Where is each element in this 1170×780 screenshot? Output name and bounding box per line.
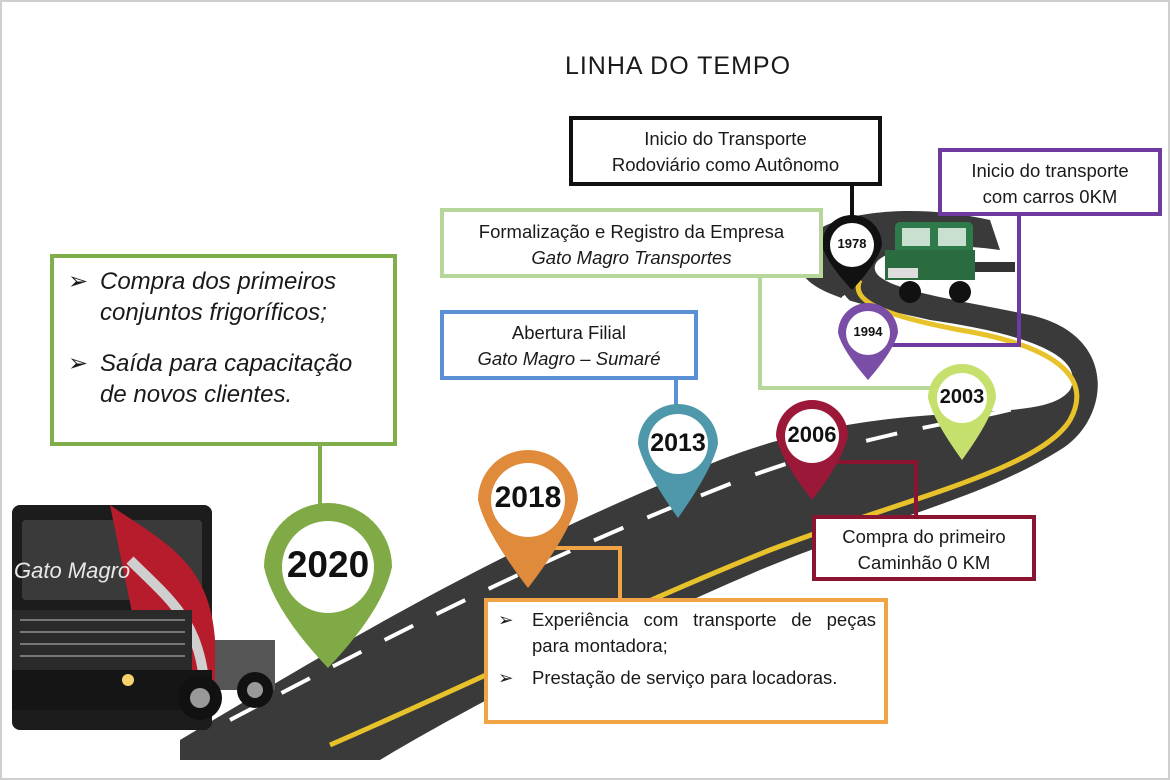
event-2018-bullet-text: Experiência com transporte de peças para… — [532, 609, 876, 656]
event-2006-line1: Compra do primeiro — [842, 526, 1006, 547]
event-2013-line1: Abertura Filial — [511, 322, 627, 343]
road-center-line — [229, 269, 1057, 722]
pin-year-2020: 2020 — [286, 544, 370, 585]
pin-1994 — [838, 303, 898, 380]
event-2018-bullet-text: Prestação de serviço para locadoras. — [532, 667, 838, 688]
pin-year-2003: 2003 — [939, 386, 985, 408]
truck-vintage — [885, 222, 1015, 303]
pin-2003 — [928, 364, 996, 460]
pin-year-2013: 2013 — [650, 429, 706, 457]
connector-2006 — [810, 460, 918, 515]
event-2003-line2: Gato Magro Transportes — [531, 247, 732, 268]
pin-2020 — [264, 503, 392, 668]
event-2020-bullet-text: Saída para capacitação de novos clientes… — [100, 350, 353, 408]
pin-2006 — [776, 400, 848, 500]
pin-year-1994: 1994 — [853, 324, 883, 339]
event-1978-line2: Rodoviário como Autônomo — [611, 154, 840, 175]
connector-2018 — [530, 546, 622, 598]
event-2018-bullet: ➢ Experiência com transporte de peças pa… — [498, 607, 876, 659]
arrowhead-bullet-icon: ➢ — [498, 667, 514, 688]
road-asphalt — [180, 211, 1098, 760]
arrowhead-bullet-icon: ➢ — [68, 350, 89, 377]
truck-modern: Gato Magro — [12, 505, 275, 730]
event-2003-line1: Formalização e Registro da Empresa — [478, 221, 785, 242]
event-2006-line2: Caminhão 0 KM — [857, 552, 991, 573]
event-box-2003: Formalização e Registro da Empresa Gato … — [440, 208, 823, 278]
pin-year-2006: 2006 — [787, 422, 837, 447]
event-box-2006: Compra do primeiro Caminhão 0 KM — [812, 515, 1036, 581]
event-1994-line2: com carros 0KM — [982, 186, 1118, 207]
event-2020-bullet-text: Compra dos primeiros conjuntos frigorífi… — [100, 268, 337, 326]
page-title: LINHA DO TEMPO — [564, 52, 792, 80]
pin-2013 — [638, 404, 718, 518]
event-box-2013: Abertura Filial Gato Magro – Sumaré — [440, 310, 698, 380]
event-2013-line2: Gato Magro – Sumaré — [477, 348, 661, 369]
event-2020-bullet: ➢ Saída para capacitação de novos client… — [68, 348, 383, 410]
connector-1994 — [870, 216, 1021, 347]
pin-1978 — [822, 215, 882, 290]
event-2018-bullet: ➢ Prestação de serviço para locadoras. — [498, 665, 876, 691]
pin-2018 — [478, 450, 578, 588]
arrowhead-bullet-icon: ➢ — [68, 268, 89, 295]
pin-year-2018: 2018 — [494, 481, 562, 514]
event-box-2020: ➢ Compra dos primeiros conjuntos frigorí… — [50, 254, 397, 446]
connector-2003 — [758, 278, 960, 390]
event-box-1978: Inicio do Transporte Rodoviário como Aut… — [569, 116, 882, 186]
event-1994-line1: Inicio do transporte — [971, 160, 1129, 181]
event-box-2018: ➢ Experiência com transporte de peças pa… — [484, 598, 888, 724]
event-2020-bullet: ➢ Compra dos primeiros conjuntos frigorí… — [68, 266, 383, 328]
event-box-1994: Inicio do transporte com carros 0KM — [938, 148, 1162, 216]
truck-brand-text: Gato Magro — [14, 558, 130, 583]
arrowhead-bullet-icon: ➢ — [498, 609, 514, 630]
event-1978-line1: Inicio do Transporte — [644, 128, 807, 149]
pin-year-1978: 1978 — [837, 236, 867, 251]
